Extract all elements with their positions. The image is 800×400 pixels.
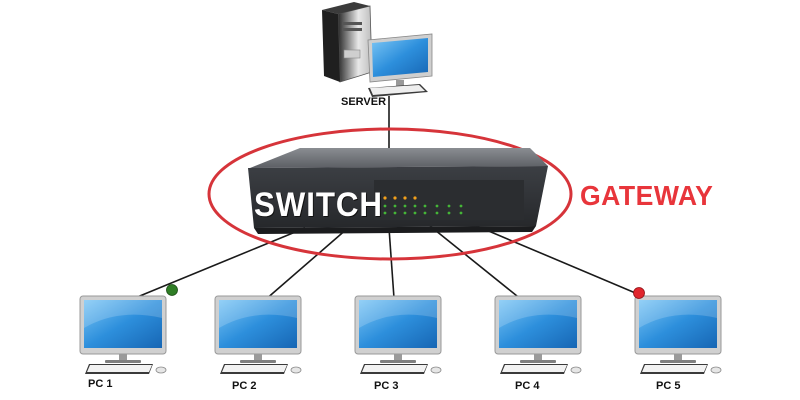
switch-label: SWITCH	[254, 186, 383, 224]
status-dot-red	[633, 287, 645, 299]
pc5-icon	[634, 295, 722, 375]
pc3-label: PC 3	[374, 380, 399, 392]
cable-pc3	[388, 227, 395, 299]
cable-pc1	[129, 227, 306, 301]
pc2-icon	[214, 295, 302, 375]
pc4-icon	[494, 295, 582, 375]
switch-device	[248, 148, 548, 234]
status-dot-green	[166, 284, 178, 296]
server-icon	[322, 2, 433, 97]
pc1-label: PC 1	[88, 378, 113, 390]
cable-pc4	[429, 225, 523, 301]
gateway-label: GATEWAY	[580, 180, 714, 211]
pc4-label: PC 4	[515, 380, 540, 392]
switch-leds	[383, 196, 463, 215]
pc2-label: PC 2	[232, 380, 257, 392]
cables	[129, 96, 653, 301]
cable-pc2	[264, 227, 349, 301]
cable-pc5	[471, 223, 653, 301]
pc5-label: PC 5	[656, 380, 681, 392]
pc1-icon	[79, 295, 167, 375]
server-label: SERVER	[341, 96, 387, 108]
gateway-ring	[207, 127, 573, 261]
pc3-icon	[354, 295, 442, 375]
